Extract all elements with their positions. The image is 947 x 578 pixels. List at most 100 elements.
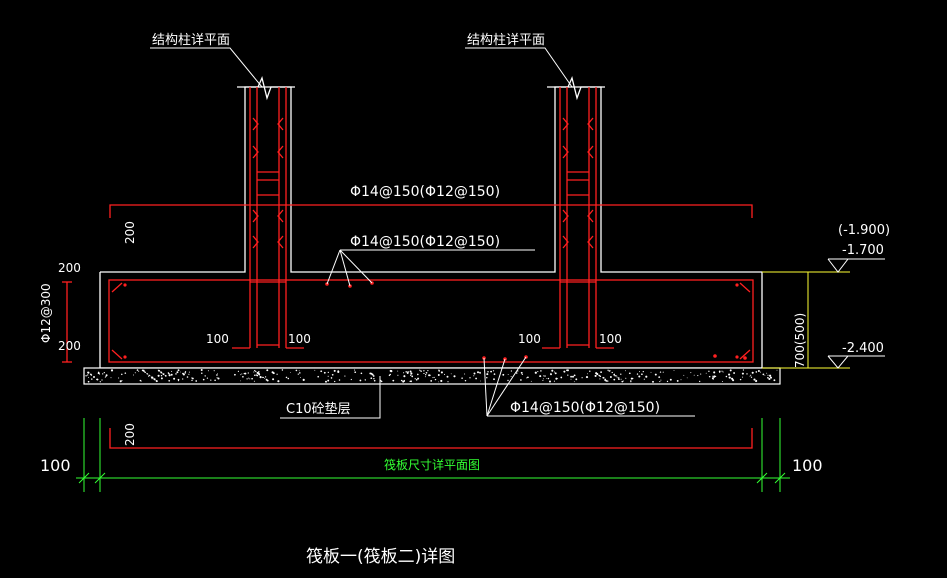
mid-rebar-label: Φ14@150(Φ12@150) <box>350 234 500 250</box>
cushion-speckle <box>182 372 184 375</box>
cushion-speckle <box>730 377 732 379</box>
cushion-speckle <box>757 370 760 372</box>
cushion-speckle <box>542 379 544 381</box>
cushion-speckle <box>697 375 699 377</box>
cushion-speckle <box>461 377 463 379</box>
cushion-speckle <box>110 369 114 372</box>
cushion-speckle <box>213 370 215 372</box>
cushion-speckle <box>654 373 657 376</box>
cushion-speckle <box>708 375 711 378</box>
cushion-speckle <box>475 377 477 380</box>
cushion-speckle <box>240 374 241 376</box>
cushion-speckle <box>766 372 768 374</box>
cushion-speckle <box>625 370 627 372</box>
cushion-speckle <box>641 373 643 376</box>
cushion-speckle <box>272 378 275 381</box>
cushion-speckle <box>168 379 171 382</box>
cushion-speckle <box>97 372 100 375</box>
cushion-speckle <box>660 379 662 381</box>
cushion-speckle <box>430 380 433 382</box>
cushion-speckle <box>350 378 352 381</box>
cushion-speckle <box>264 377 266 379</box>
cushion-speckle <box>557 378 559 379</box>
cushion-speckle <box>630 377 633 380</box>
cushion-speckle <box>217 377 220 380</box>
cushion-speckle <box>527 376 529 379</box>
cushion-speckle <box>327 371 329 374</box>
cushion-speckle <box>575 378 578 381</box>
cushion-speckle <box>403 380 405 382</box>
cushion-speckle <box>490 370 492 373</box>
cushion-speckle <box>253 371 255 373</box>
cushion-speckle <box>257 372 260 375</box>
cushion-speckle <box>713 375 716 378</box>
cushion-speckle <box>438 381 439 383</box>
cushion-speckle <box>287 377 290 380</box>
cushion-speckle <box>158 369 161 372</box>
cushion-speckle <box>742 369 745 371</box>
cushion-speckle <box>473 372 476 375</box>
cushion-speckle <box>473 375 475 377</box>
cushion-speckle <box>628 372 631 375</box>
cushion-speckle <box>750 376 753 378</box>
cushion-speckle <box>570 375 572 378</box>
cushion-speckle <box>133 374 134 376</box>
cushion-speckle <box>520 379 522 381</box>
cushion-speckle <box>216 377 218 379</box>
cushion-speckle <box>713 371 716 374</box>
cushion-speckle <box>417 377 420 380</box>
cushion-speckle <box>486 377 488 379</box>
dim-100-a: 100 <box>206 332 229 346</box>
cushion-speckle <box>354 369 356 371</box>
dim-200-left-top: 200 <box>58 261 81 275</box>
cushion-speckle <box>625 377 627 379</box>
cushion-speckle <box>712 375 714 377</box>
plan-caption: 筏板尺寸详平面图 <box>384 457 480 472</box>
cushion-speckle <box>587 373 589 375</box>
cushion-speckle <box>171 370 173 372</box>
cushion-speckle <box>344 375 346 377</box>
cushion-speckle <box>210 379 212 381</box>
cushion-speckle <box>521 373 523 376</box>
cushion-speckle <box>464 373 466 375</box>
cushion-speckle <box>507 379 509 382</box>
cushion-speckle <box>314 369 316 371</box>
cushion-speckle <box>690 372 692 374</box>
cushion-speckle <box>354 371 357 374</box>
cushion-speckle <box>248 377 250 379</box>
cushion-speckle <box>479 372 481 375</box>
cushion-speckle <box>276 373 278 375</box>
thickness-label: 700(500) <box>793 313 807 368</box>
cushion-speckle <box>594 374 597 377</box>
cushion-speckle <box>145 372 147 373</box>
cushion-speckle <box>201 372 203 375</box>
cushion-speckle <box>160 375 163 377</box>
cushion-speckle <box>756 379 758 381</box>
cushion-speckle <box>642 370 644 373</box>
cushion-speckle <box>630 381 632 383</box>
cushion-speckle <box>191 379 193 382</box>
cushion-speckle <box>186 376 189 378</box>
cushion-speckle <box>188 373 190 375</box>
cushion-speckle <box>638 375 641 378</box>
cushion-speckle <box>731 377 734 380</box>
cushion-speckle <box>614 374 616 377</box>
cushion-speckle <box>510 370 513 372</box>
cushion-speckle <box>753 378 756 381</box>
cushion-speckle <box>290 372 291 373</box>
cushion-speckle <box>427 370 429 372</box>
dim-100-c: 100 <box>518 332 541 346</box>
cushion-speckle <box>263 376 265 378</box>
cushion-speckle <box>563 370 566 373</box>
cushion-speckle <box>184 372 186 374</box>
cushion-speckle <box>337 370 340 373</box>
dim-200-left-bottom: 200 <box>58 339 81 353</box>
cushion-speckle <box>493 373 496 375</box>
cushion-speckle <box>140 380 142 382</box>
cushion-speckle <box>409 380 411 383</box>
cushion-speckle <box>770 377 772 379</box>
cushion-speckle <box>176 371 179 374</box>
cushion-speckle <box>749 375 751 377</box>
cushion-speckle <box>217 373 218 375</box>
cushion-speckle <box>570 378 572 380</box>
